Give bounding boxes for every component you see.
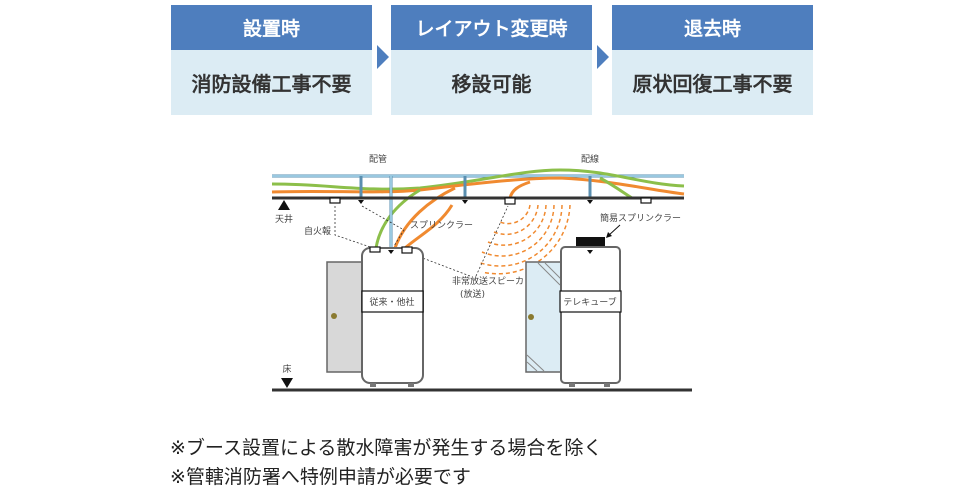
sprinkler-head-icon [587,250,593,254]
floor-label: 床 [282,363,291,375]
sprinkler-head-icon [358,200,364,204]
step-layout-change: レイアウト変更時 移設可能 [391,5,592,115]
booth-conventional [361,247,424,384]
wiring-label: 配線 [581,153,599,165]
wire-orange-to-sprinkler [393,186,456,249]
door-knob-icon [331,313,337,319]
sprinkler-head-icon [587,200,593,204]
booth-label-box [361,290,424,313]
chevron-right-icon [597,45,609,69]
step-heading: 退去時 [612,5,813,50]
wire-green-drop [599,176,633,200]
step-value: 原状回復工事不要 [612,50,813,115]
wire-green [271,168,685,191]
sprinkler-label: スプリンクラー [410,220,473,231]
piping-label: 配管 [369,153,387,165]
fire-alarm-label: 自火報 [304,225,331,237]
step-heading: レイアウト変更時 [391,5,592,50]
booth-label-box [559,290,622,313]
floor-marker-icon [281,378,293,388]
chevron-right-icon [377,45,389,69]
fire-alarm-detector-icon [369,246,381,253]
booth-installation-diagram: 配管 配線 天井 自火報 スプリンクラー 簡易スプリンクラー 非常放送スピーカ … [271,153,692,392]
step-installation: 設置時 消防設備工事不要 [171,5,372,115]
ceiling-marker-icon [278,200,290,210]
ceiling-label: 天井 [275,213,293,225]
booth-foot [569,383,575,387]
speaker-icon [401,246,413,254]
speaker-label-sub: (放送) [460,288,485,300]
booth-foot [370,383,376,387]
wire-orange-to-booth [404,204,454,250]
simple-sprinkler-unit [576,237,605,247]
simple-sprinkler-label: 簡易スプリンクラー [600,212,681,224]
sprinkler-head-icon [388,250,394,254]
step-heading: 設置時 [171,5,372,50]
sound-waves [477,204,571,275]
speaker-icon [504,197,516,205]
footnote: ※管轄消防署へ特例申請が必要です [170,466,471,488]
door-knob-icon [528,314,534,320]
booth-telecube-label: テレキューブ [563,296,616,308]
leader-lines [334,205,509,277]
speaker-label: 非常放送スピーカ [452,275,524,287]
booth-foot [408,383,414,387]
fire-alarm-detector-icon [329,197,341,204]
step-value: 移設可能 [391,50,592,115]
footnotes: ※ブース設置による散水障害が発生する場合を除く ※管轄消防署へ特例申請が必要です [170,434,602,492]
arrowhead-icon [606,232,612,238]
sprinkler-head-icon [462,200,468,204]
door-left [326,261,364,373]
wire-orange-to-speaker [508,180,531,199]
footnote: ※ブース設置による散水障害が発生する場合を除く [170,437,603,459]
detector-icon [640,197,652,204]
booth-conventional-label: 従来・他社 [369,296,414,308]
step-moving-out: 退去時 原状回復工事不要 [612,5,813,115]
booth-telecube [560,246,621,384]
step-value: 消防設備工事不要 [171,50,372,115]
booth-foot [604,383,610,387]
wire-orange [271,176,685,196]
